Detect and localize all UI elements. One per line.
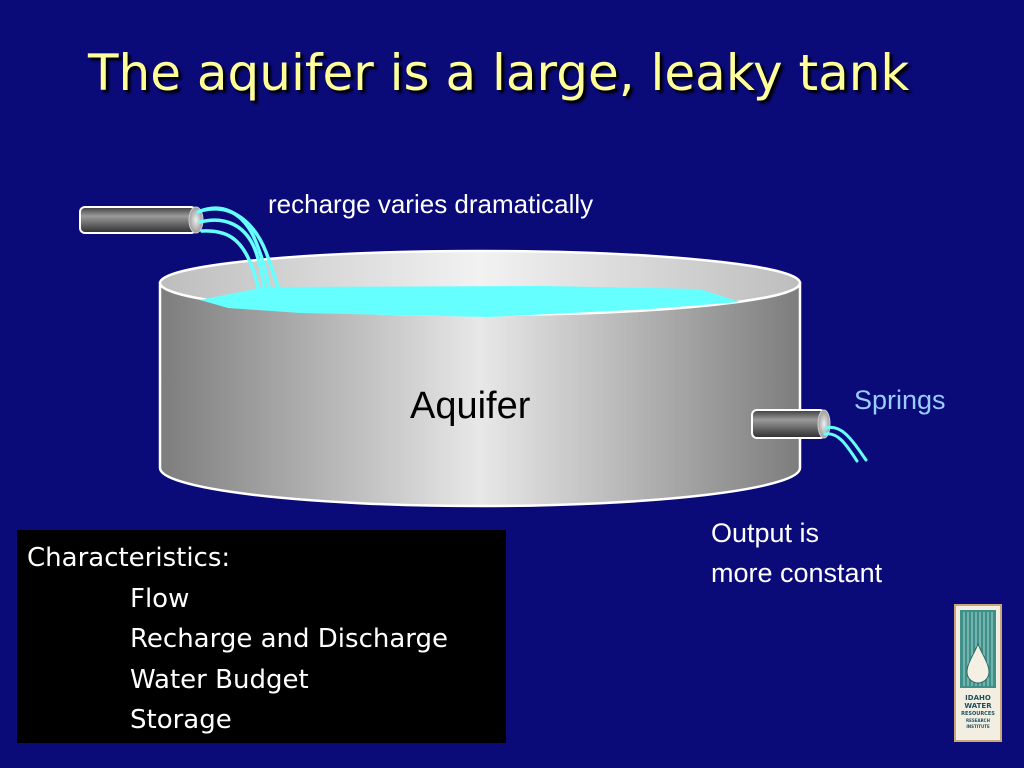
- output-label-line-2: more constant: [711, 558, 883, 588]
- institute-logo: IDAHO WATER RESOURCES RESEARCH INSTITUTE: [954, 604, 1002, 742]
- water-surface: [200, 286, 740, 317]
- characteristics-item-recharge-discharge: Recharge and Discharge: [130, 624, 449, 654]
- aquifer-label: Aquifer: [410, 385, 531, 427]
- water-drop-icon: [960, 610, 996, 688]
- logo-text-line-2: WATER: [964, 702, 992, 710]
- characteristics-heading: Characteristics:: [27, 543, 231, 573]
- springs-label: Springs: [854, 385, 946, 415]
- output-label: Output is more constant: [711, 513, 882, 593]
- aquifer-tank: [158, 249, 802, 508]
- logo-text-line-3: RESOURCES: [961, 711, 995, 717]
- springs-pipe: [751, 409, 831, 439]
- springs-water-stream: [823, 425, 868, 463]
- logo-text-line-4: RESEARCH: [966, 718, 990, 723]
- output-label-line-1: Output is: [711, 518, 820, 548]
- recharge-label: recharge varies dramatically: [268, 189, 594, 219]
- characteristics-item-storage: Storage: [130, 705, 232, 735]
- recharge-water-stream: [196, 206, 281, 295]
- slide-title: The aquifer is a large, leaky tank: [88, 44, 910, 102]
- characteristics-item-flow: Flow: [130, 583, 190, 614]
- characteristics-item-water-budget: Water Budget: [130, 664, 309, 695]
- logo-text-line-1: IDAHO: [965, 694, 991, 702]
- logo-text-line-5: INSTITUTE: [966, 724, 990, 729]
- recharge-pipe: [79, 206, 204, 234]
- characteristics-box: Characteristics: Flow Recharge and Disch…: [17, 530, 506, 743]
